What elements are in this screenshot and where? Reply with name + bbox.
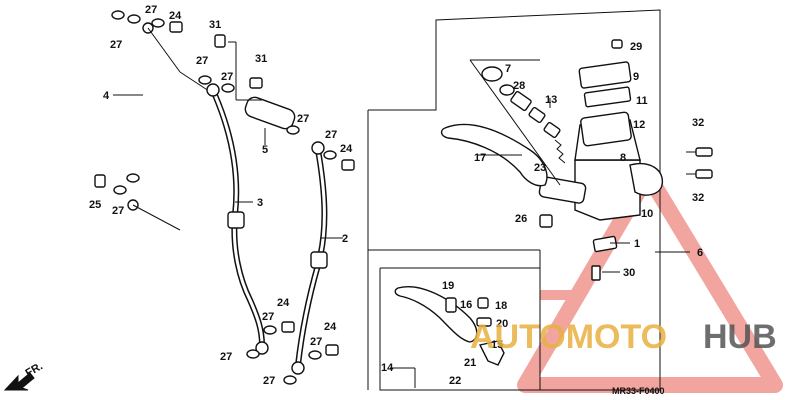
- label-21: 21: [464, 357, 476, 369]
- label-27: 27: [145, 4, 157, 16]
- label-32: 32: [692, 117, 704, 129]
- part-labels: 27 24 27 4 25 27 31 27 27 31 5 27 3 27 2…: [89, 4, 704, 387]
- label-27: 27: [262, 311, 274, 323]
- label-24: 24: [169, 10, 182, 22]
- brake-hose-4: [125, 22, 216, 231]
- label-12: 12: [633, 119, 645, 131]
- label-10: 10: [641, 208, 653, 220]
- label-23: 23: [534, 162, 546, 174]
- label-27: 27: [221, 71, 233, 83]
- label-24: 24: [277, 297, 290, 309]
- label-2: 2: [342, 233, 348, 245]
- washer-group-top: [94, 10, 183, 195]
- front-direction-arrow: FR.: [3, 360, 45, 391]
- piston-set: [469, 59, 566, 186]
- label-5: 5: [262, 144, 268, 156]
- label-20: 20: [496, 318, 508, 330]
- label-26: 26: [515, 213, 527, 225]
- label-32: 32: [692, 192, 704, 204]
- label-25: 25: [89, 199, 101, 211]
- brake-lever-14: [394, 286, 505, 366]
- label-3: 3: [257, 197, 263, 209]
- label-27: 27: [325, 129, 337, 141]
- label-19: 19: [442, 280, 454, 292]
- label-17: 17: [474, 152, 486, 164]
- label-27: 27: [112, 205, 124, 217]
- label-18: 18: [495, 300, 507, 312]
- watermark-text: AUTOMOTO HUB: [470, 318, 777, 356]
- label-28: 28: [513, 80, 525, 92]
- brake-hose-3: [198, 75, 295, 359]
- brake-lever-17: [440, 123, 548, 187]
- brake-hose-2: [283, 141, 355, 385]
- label-27: 27: [263, 375, 275, 387]
- label-24: 24: [340, 143, 353, 155]
- label-22: 22: [449, 375, 461, 387]
- label-31: 31: [255, 53, 267, 65]
- label-1: 1: [634, 238, 640, 250]
- label-8: 8: [620, 152, 626, 164]
- watermark-logo: [517, 167, 783, 393]
- label-30: 30: [623, 267, 635, 279]
- label-6: 6: [697, 247, 703, 259]
- label-27: 27: [220, 351, 232, 363]
- front-marker-text: FR.: [24, 360, 45, 379]
- lever-subassembly-frame: [379, 267, 541, 391]
- label-27: 27: [297, 113, 309, 125]
- master-cylinder-body: [538, 61, 664, 221]
- leader-lines: [113, 94, 690, 388]
- three-way-joint-5: [214, 34, 300, 135]
- diagram-code: MR33-F0400: [612, 386, 665, 396]
- watermark-part1: AUTOMOTO: [470, 318, 667, 356]
- label-11: 11: [636, 95, 648, 107]
- label-16: 16: [460, 299, 472, 311]
- label-7: 7: [505, 63, 511, 75]
- label-27: 27: [196, 55, 208, 67]
- label-24: 24: [324, 321, 337, 333]
- label-27: 27: [310, 336, 322, 348]
- label-27: 27: [110, 39, 122, 51]
- label-15: 15: [491, 339, 503, 351]
- label-29: 29: [630, 41, 642, 53]
- small-fasteners: [539, 39, 713, 281]
- label-9: 9: [633, 71, 639, 83]
- watermark-part2: HUB: [703, 318, 777, 356]
- label-4: 4: [103, 90, 110, 102]
- label-31: 31: [209, 19, 221, 31]
- label-13: 13: [545, 94, 557, 106]
- label-14: 14: [381, 362, 394, 374]
- master-cylinder-frame: [368, 9, 661, 391]
